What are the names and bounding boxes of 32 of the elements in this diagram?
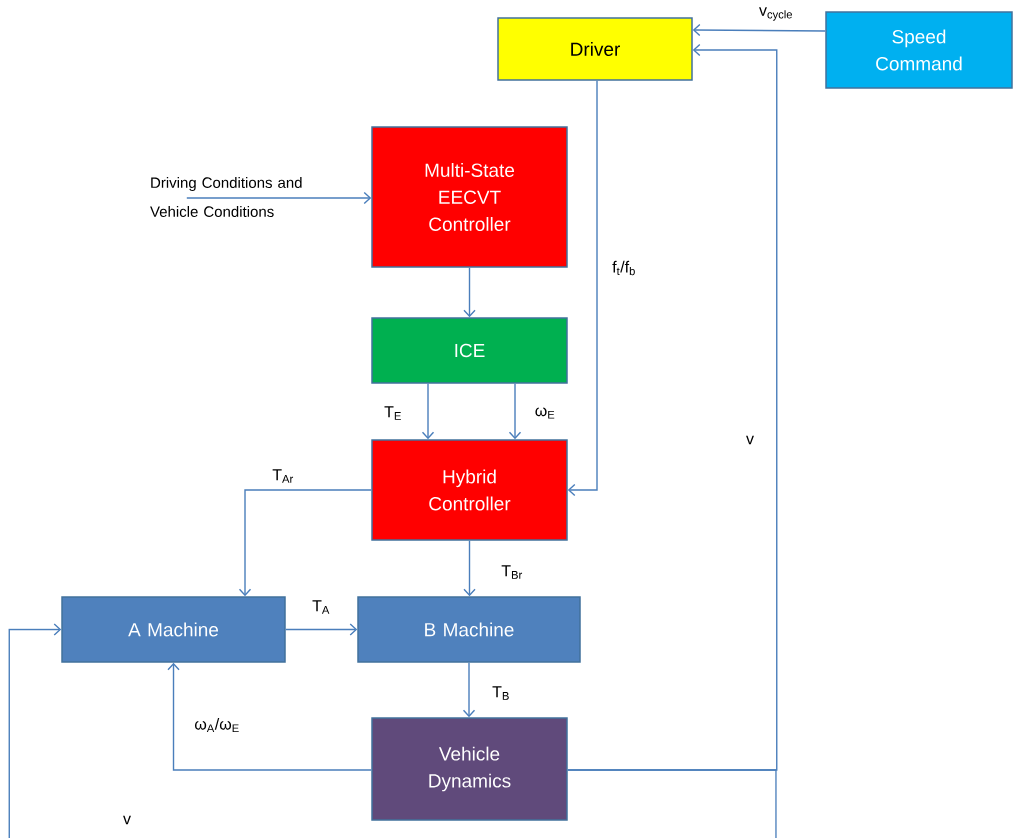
- process-box: Driver: [497, 17, 693, 81]
- machine-box: B Machine: [357, 596, 581, 663]
- arrow: [238, 489, 372, 597]
- edge-label: T$_{A}$: [311, 599, 331, 615]
- arrow: [508, 383, 522, 440]
- arrow: [421, 383, 435, 440]
- process-box: Vehicle Dynamics: [371, 717, 568, 821]
- edge-label: T$_{B}$: [491, 685, 511, 701]
- controller-box: Hybrid Controller: [371, 439, 568, 541]
- edge-label: v: [745, 434, 755, 446]
- arrow: [463, 267, 476, 318]
- edge-label: ω$_{E}$: [533, 406, 557, 420]
- arrow: [462, 662, 476, 718]
- edge-label: f$_{t}$/f$_{b}$: [611, 259, 637, 277]
- process-box: ICE: [371, 317, 568, 384]
- arrow: [692, 23, 826, 37]
- arrow: [8, 623, 777, 838]
- edge-label: v: [122, 814, 132, 826]
- arrow: [463, 540, 476, 597]
- arrow: [567, 80, 598, 497]
- edge-label: T$_{Br}$: [500, 564, 524, 580]
- edge-label: v$_{cycle}$: [758, 6, 794, 22]
- arrow: [167, 662, 372, 771]
- edge-label: ω$_{A}$/ω$_{E}$: [193, 716, 241, 734]
- edge-label: T$_{Ar}$: [271, 468, 295, 484]
- arrow: [186, 191, 372, 205]
- input-text: Driving Conditions and Vehicle Conditions: [150, 177, 302, 217]
- arrow: [285, 623, 358, 636]
- controller-box: Multi-State EECVT Controller: [371, 126, 568, 268]
- machine-box: A Machine: [61, 596, 286, 663]
- process-box: Speed Command: [825, 11, 1013, 89]
- edge-label: T$_{E}$: [383, 405, 403, 421]
